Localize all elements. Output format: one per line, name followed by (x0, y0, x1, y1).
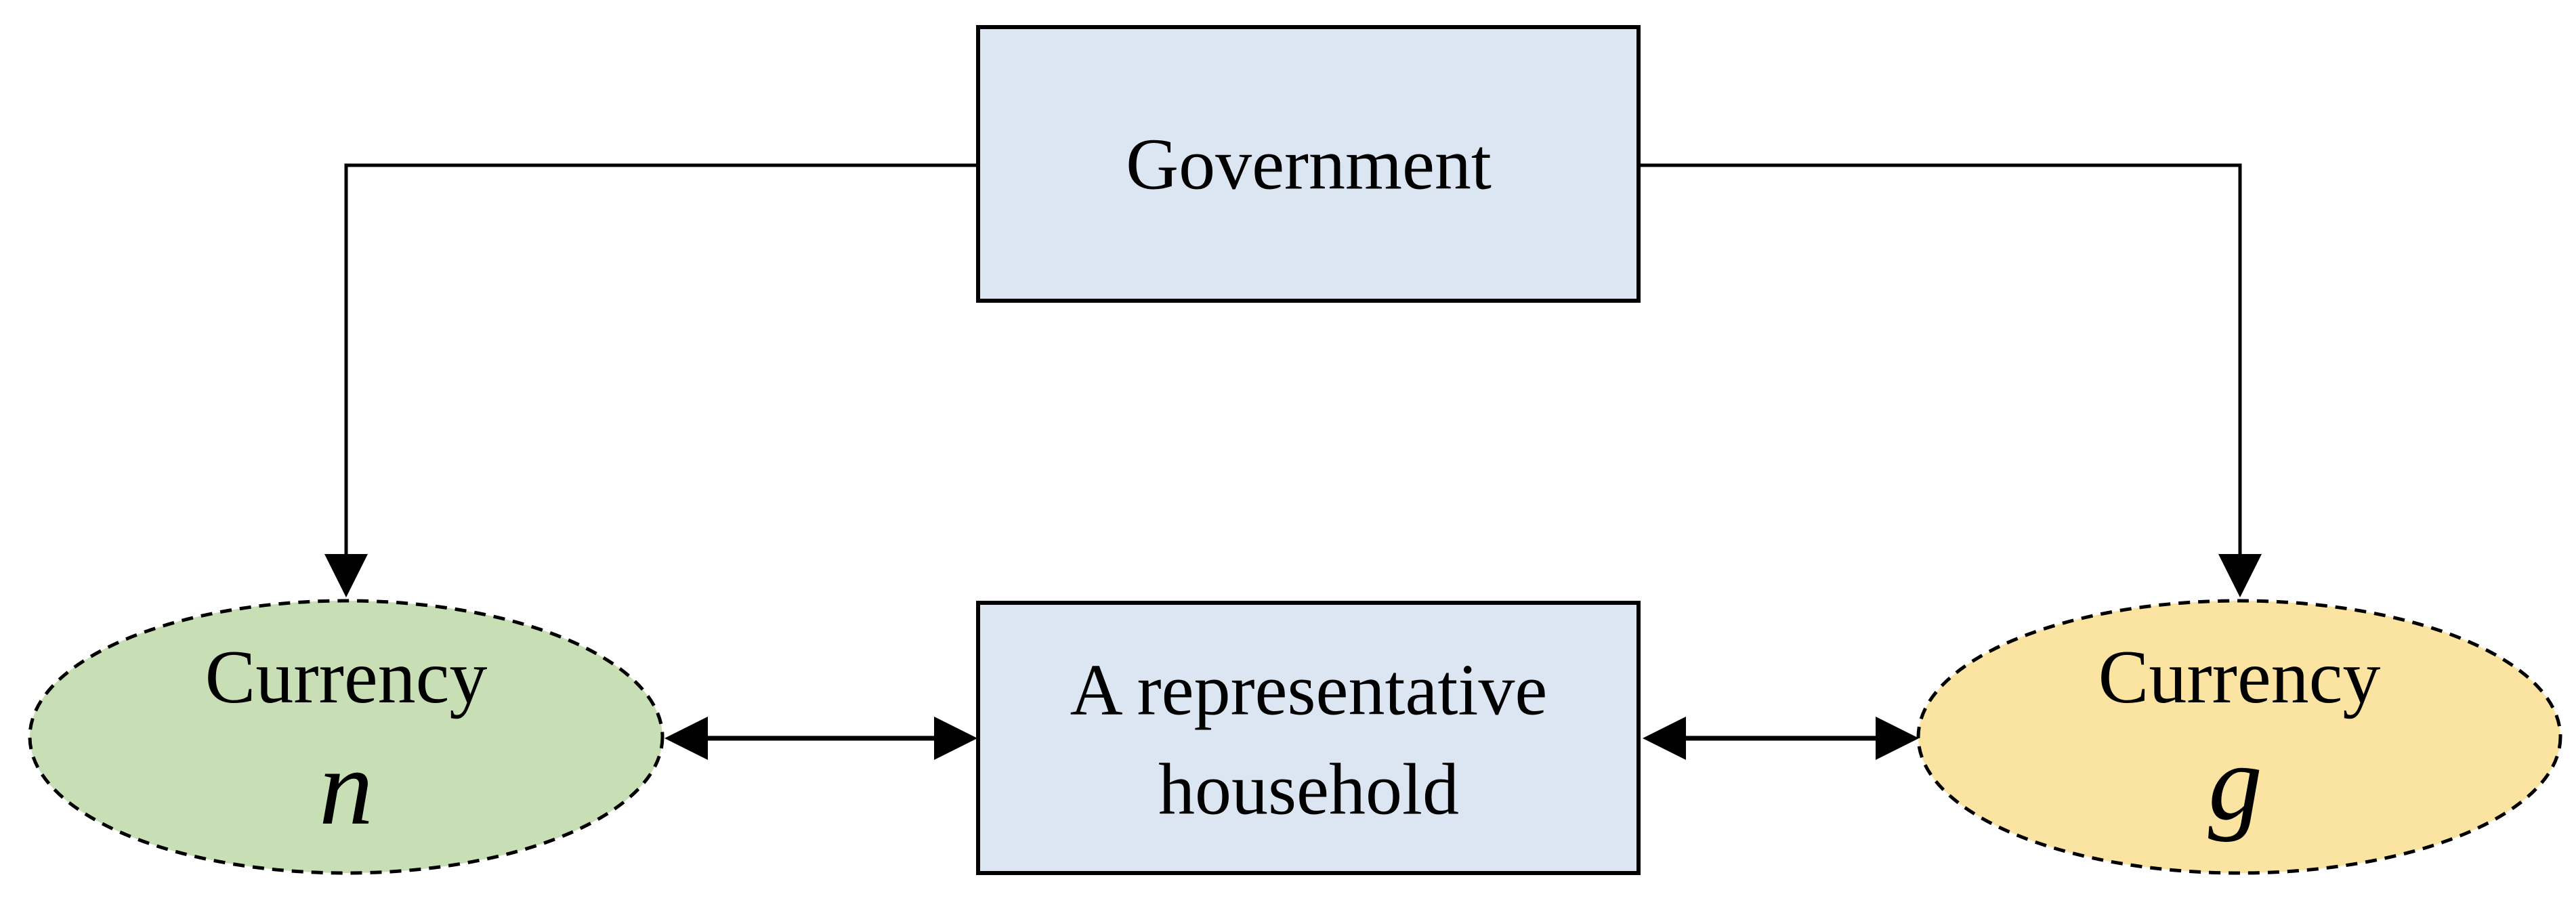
currency-n-ellipse (28, 599, 664, 875)
household-label-line2: household (1158, 750, 1459, 830)
government-label: Government (1126, 125, 1492, 205)
connector-line (1639, 163, 2242, 557)
arrowhead-left-icon (1643, 717, 1686, 760)
currency-g-ellipse (1916, 599, 2562, 875)
arrowhead-right-icon (934, 717, 977, 760)
arrowhead-down-icon (2218, 554, 2262, 597)
household-label-line1: A representative (1070, 650, 1548, 731)
currency-g-symbol: g (2208, 722, 2262, 843)
arrow-government-to-currency-n (324, 163, 978, 597)
arrow-household-currency-g-two-way (1643, 717, 1919, 760)
government-box (976, 25, 1641, 303)
arrowhead-right-icon (1876, 717, 1919, 760)
currency-g-label: Currency (2098, 635, 2381, 719)
household-box (976, 601, 1641, 875)
currency-n-symbol: n (319, 727, 373, 847)
arrowhead-down-icon (324, 554, 368, 597)
connector-line (344, 163, 978, 557)
arrowhead-left-icon (664, 717, 708, 760)
arrow-government-to-currency-g (1639, 163, 2262, 597)
arrow-currency-n-household-two-way (664, 717, 977, 760)
currency-n-label: Currency (205, 635, 488, 719)
